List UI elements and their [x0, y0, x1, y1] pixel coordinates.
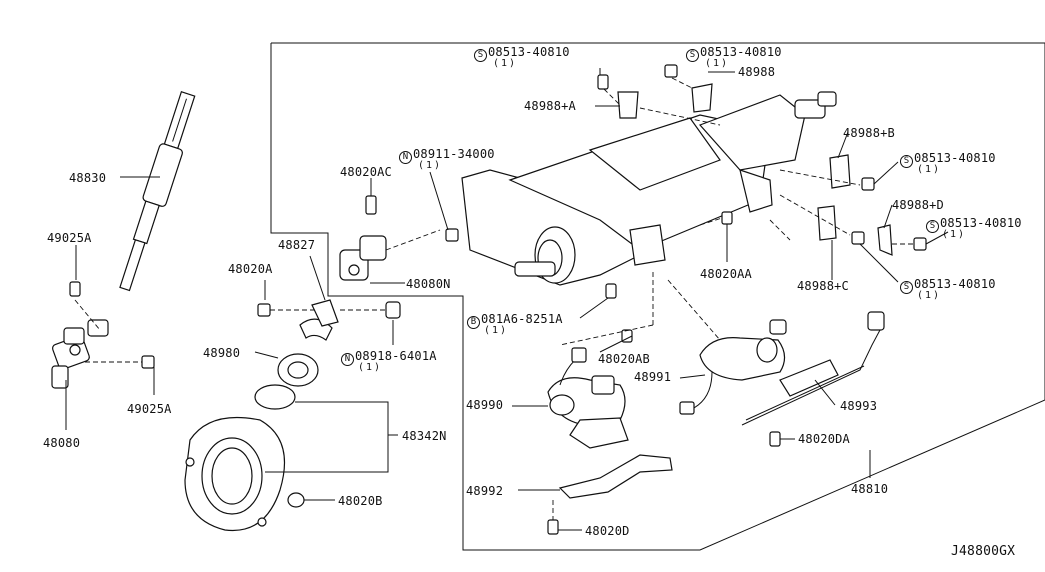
label-48827: 48827 [278, 238, 316, 252]
label-49025A-top: 49025A [47, 231, 92, 245]
s-badge-icon: S [686, 49, 699, 62]
assembly-boundary [270, 42, 1045, 551]
label-48993: 48993 [840, 399, 878, 413]
label-48020A: 48020A [228, 262, 273, 276]
label-48988B: 48988+B [843, 126, 895, 140]
part-code: 08911-34000 [413, 147, 495, 161]
label-48988C: 48988+C [797, 279, 849, 293]
b-badge-icon: B [467, 316, 480, 329]
s-badge-icon: S [900, 155, 913, 168]
part-code: 08513-40810 [914, 277, 996, 291]
part-code: 08513-40810 [700, 45, 782, 59]
label-48020D: 48020D [585, 524, 630, 538]
intermediate-shaft [119, 91, 196, 292]
tilt-motor [547, 347, 629, 449]
label-48988D: 48988+D [892, 198, 944, 212]
s-badge-icon: S [900, 281, 913, 294]
label-48991: 48991 [634, 370, 672, 384]
label-48342N: 48342N [402, 429, 447, 443]
wire-harness [741, 311, 885, 426]
label-08513-top2-qty: (1) [705, 58, 730, 69]
s-badge-icon: S [926, 220, 939, 233]
label-48080N: 48080N [406, 277, 451, 291]
label-48988A: 48988+A [524, 99, 576, 113]
label-48810: 48810 [851, 482, 889, 496]
label-49025A-bottom: 49025A [127, 402, 172, 416]
steering-column [461, 91, 837, 286]
label-081A6-qty: (1) [484, 325, 509, 336]
label-48020AA: 48020AA [700, 267, 752, 281]
label-48990: 48990 [466, 398, 504, 412]
telescope-motor [679, 319, 787, 415]
label-08513-r3-qty: (1) [917, 290, 942, 301]
label-08918-qty: (1) [358, 362, 383, 373]
label-48830: 48830 [69, 171, 107, 185]
part-code: 08513-40810 [914, 151, 996, 165]
boot-cover [184, 384, 296, 532]
part-code: 08513-40810 [940, 216, 1022, 230]
label-08911-qty: (1) [418, 160, 443, 171]
label-48020AB: 48020AB [598, 352, 650, 366]
part-code: 081A6-8251A [481, 312, 563, 326]
label-48020AC: 48020AC [340, 165, 392, 179]
label-48020B: 48020B [338, 494, 383, 508]
n-badge-icon: N [341, 353, 354, 366]
label-48980: 48980 [203, 346, 241, 360]
universal-joint [51, 319, 109, 389]
part-code: 08918-6401A [355, 349, 437, 363]
upper-ujoint [339, 235, 387, 281]
n-badge-icon: N [399, 151, 412, 164]
label-08513-r2-qty: (1) [942, 229, 967, 240]
label-48992: 48992 [466, 484, 504, 498]
diagram-code: J48800GX [951, 544, 1016, 559]
s-badge-icon: S [474, 49, 487, 62]
label-48020DA: 48020DA [798, 432, 850, 446]
label-08513-top1-qty: (1) [493, 58, 518, 69]
part-code: 08513-40810 [488, 45, 570, 59]
label-48080: 48080 [43, 436, 81, 450]
label-08513-r1-qty: (1) [917, 164, 942, 175]
label-48988: 48988 [738, 65, 776, 79]
